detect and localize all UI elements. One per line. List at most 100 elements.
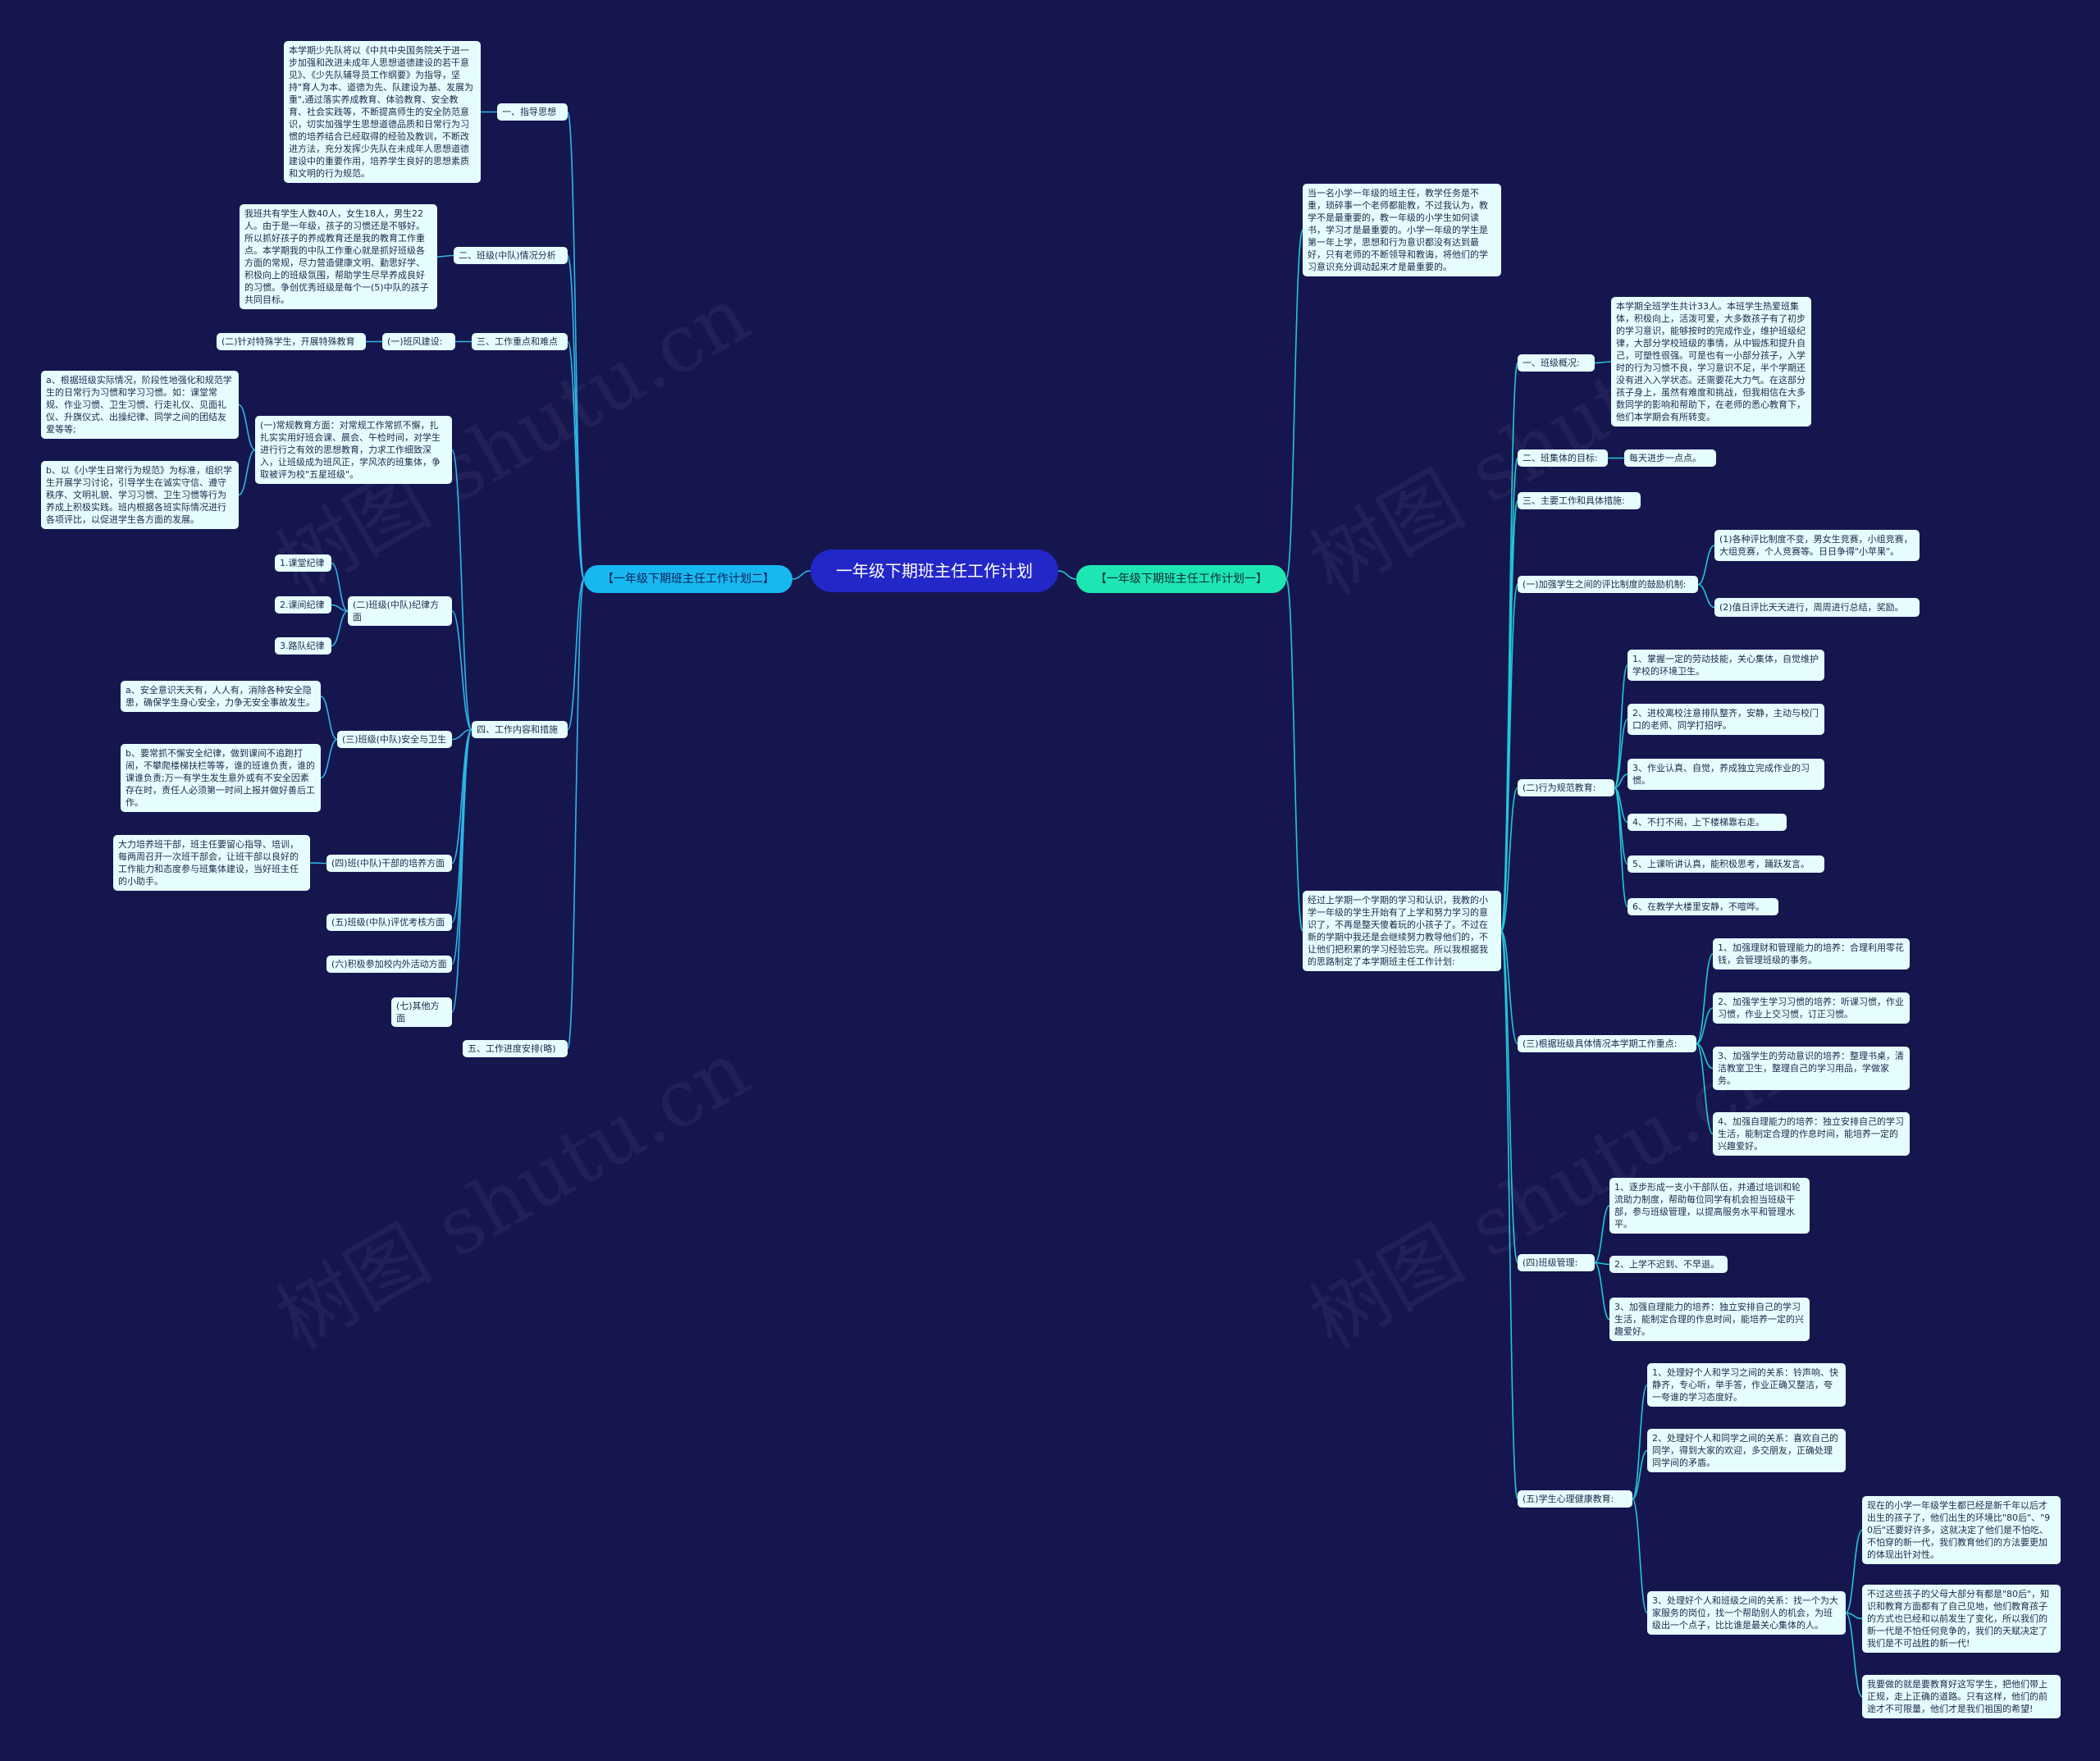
connector-line bbox=[451, 449, 472, 731]
section-class-analysis[interactable]: 二、班级(中队)情况分析 bbox=[454, 247, 568, 264]
connector-line bbox=[1696, 1042, 1714, 1135]
behavior-item-4: 4、不打不闹，上下楼梯靠右走。 bbox=[1628, 814, 1787, 831]
connector-line bbox=[1594, 1261, 1610, 1266]
cadre-training-text: 大力培养班干部，班主任要留心指导、培训，每两周召开一次班干部会，让班干部以良好的… bbox=[113, 835, 310, 891]
connector-line bbox=[1696, 953, 1714, 1045]
connector-line bbox=[567, 254, 585, 580]
connector-line bbox=[451, 728, 472, 965]
connector-line bbox=[331, 562, 349, 612]
connector-line bbox=[451, 728, 472, 1013]
connector-line bbox=[1614, 664, 1628, 789]
behavior-item-1: 1、掌握一定的劳动技能，关心集体，自觉维护学校的环境卫生。 bbox=[1628, 650, 1824, 681]
connector-line bbox=[436, 254, 454, 258]
connector-line bbox=[1614, 719, 1628, 789]
behavior-item-6: 6、在教学大楼里安静，不喧哗。 bbox=[1628, 898, 1778, 915]
connector-line bbox=[331, 610, 349, 647]
cadre-training[interactable]: (四)班(中队)干部的培养方面 bbox=[326, 855, 452, 872]
management-item-3: 3、加强自理能力的培养：独立安排自己的学习生活，能制定合理的作息时间，能培养一定… bbox=[1609, 1298, 1810, 1341]
main-work-measures[interactable]: 三、主要工作和具体措施: bbox=[1518, 492, 1641, 509]
intro-paragraph-1: 当一名小学一年级的班主任，教学任务是不重，琐碎事一个老师都能教，不过我认为，教学… bbox=[1303, 184, 1501, 276]
connector-line bbox=[567, 578, 585, 1050]
mental-health-education[interactable]: (五)学生心理健康教育: bbox=[1518, 1490, 1632, 1508]
branch-plan-two[interactable]: 【一年级下期班主任工作计划二】 bbox=[584, 565, 792, 593]
class-management[interactable]: (四)班级管理: bbox=[1518, 1254, 1595, 1271]
safety-hygiene-b: b、要常抓不懈安全纪律，做到课间不追跑打闹，不攀爬楼梯扶栏等等，谁的班谁负责，谁… bbox=[121, 744, 321, 812]
connector-line bbox=[1594, 1261, 1610, 1321]
behavior-item-2: 2、进校离校注意排队整齐，安静，主动与校门口的老师、同学打招呼。 bbox=[1628, 704, 1824, 735]
connector-line bbox=[320, 738, 338, 779]
routine-education-b: b、以《小学生日常行为规范》为标准，组织学生开展学习讨论，引导学生在诚实守信、遵… bbox=[41, 461, 239, 529]
branch-plan-one[interactable]: 【一年级下期班主任工作计划一】 bbox=[1076, 565, 1286, 593]
special-education: (二)针对特殊学生，开展特殊教育 bbox=[217, 333, 366, 350]
connector-line bbox=[1614, 773, 1628, 789]
activities[interactable]: (六)积极参加校内外活动方面 bbox=[326, 956, 452, 973]
connector-line bbox=[309, 862, 327, 865]
connector-line bbox=[451, 610, 472, 731]
behavior-education[interactable]: (二)行为规范教育: bbox=[1518, 779, 1614, 796]
connector-line bbox=[451, 728, 472, 741]
connector-line bbox=[1500, 930, 1518, 1264]
connector-line bbox=[320, 696, 338, 741]
intro-paragraph-2[interactable]: 经过上学期一个学期的学习和认识，我教的小学一年级的学生开始有了上学和努力学习的意… bbox=[1303, 891, 1501, 971]
evaluation-mechanism-1: (1)各种评比制度不变，男女生竞赛，小组竞赛，大组竞赛，个人竞赛等。日日争得"小… bbox=[1714, 530, 1920, 561]
other-aspects[interactable]: (七)其他方面 bbox=[391, 997, 452, 1027]
class-overview-text: 本学期全班学生共计33人。本班学生热爱班集体，积极向上，活泼可爱，大多数孩子有了… bbox=[1611, 297, 1811, 427]
safety-hygiene[interactable]: (三)班级(中队)安全与卫生 bbox=[337, 731, 452, 748]
key-work-item-2: 2、加强学生学习习惯的培养：听课习惯，作业习惯，作业上交习惯，订正习惯。 bbox=[1713, 992, 1910, 1024]
behavior-item-3: 3、作业认真、自觉，养成独立完成作业的习惯。 bbox=[1628, 759, 1824, 790]
connector-line bbox=[1632, 1449, 1648, 1500]
behavior-item-5: 5、上课听讲认真，能积极思考，踊跃发言。 bbox=[1628, 855, 1824, 873]
connector-line bbox=[238, 449, 256, 496]
mental-health-item-1: 1、处理好个人和学习之间的关系：铃声响、快静齐，专心听，举手答，作业正确又整洁，… bbox=[1647, 1363, 1846, 1407]
routine-education-a: a、根据班级实际情况，阶段性地强化和规范学生的日常行为习惯和学习习惯。如：课堂常… bbox=[41, 371, 239, 439]
class-overview[interactable]: 一、班级概况: bbox=[1518, 354, 1595, 372]
mental-health-note-2: 不过这些孩子的父母大部分有都是"80后"，知识和教育方面都有了自己见地，他们教育… bbox=[1862, 1585, 2061, 1653]
connector-line bbox=[1632, 1498, 1648, 1614]
class-goal[interactable]: 二、班集体的目标: bbox=[1518, 449, 1608, 467]
connector-line bbox=[1697, 583, 1715, 609]
connector-line bbox=[1500, 930, 1518, 1500]
section-guiding-ideology[interactable]: 一、指导思想 bbox=[497, 103, 568, 121]
mental-health-item-2: 2、处理好个人和同学之间的关系：喜欢自己的同学，得到大家的欢迎，多交朋友，正确处… bbox=[1647, 1429, 1846, 1472]
connector-line bbox=[451, 728, 472, 924]
connector-line bbox=[1285, 229, 1303, 580]
connector-line bbox=[567, 111, 585, 580]
connector-line bbox=[1500, 362, 1518, 932]
connector-line bbox=[1845, 1529, 1863, 1614]
connector-line bbox=[567, 340, 585, 580]
section-guiding-ideology-text: 本学期少先队将以《中共中央国务院关于进一步加强和改进未成年人思想道德建设的若干意… bbox=[284, 41, 481, 183]
connector-line bbox=[1696, 1007, 1714, 1045]
key-work-item-1: 1、加强理财和管理能力的培养：合理利用零花钱，会管理班级的事务。 bbox=[1713, 938, 1910, 969]
key-work-this-term[interactable]: (三)根据班级具体情况本学期工作重点: bbox=[1518, 1035, 1696, 1052]
class-goal-text: 每天进步一点点。 bbox=[1624, 449, 1716, 467]
management-item-2: 2、上学不迟到、不早退。 bbox=[1609, 1256, 1728, 1273]
mental-health-item-3[interactable]: 3、处理好个人和班级之间的关系：找一个为大家服务的岗位，找一个帮助别人的机会，为… bbox=[1647, 1591, 1846, 1635]
recess-discipline: 2.课间纪律 bbox=[275, 596, 331, 614]
class-style-building[interactable]: (一)班风建设: bbox=[382, 333, 455, 350]
connector-line bbox=[331, 604, 349, 612]
evaluation-mechanism-2: (2)值日评比天天进行，周周进行总结，奖励。 bbox=[1714, 598, 1920, 617]
mental-health-note-1: 现在的小学一年级学生都已经是新千年以后才出生的孩子了，他们出生的环境比"80后"… bbox=[1862, 1496, 2061, 1564]
routine-education[interactable]: (一)常规教育方面：对常规工作常抓不懈，扎扎实实用好班会课、晨会、午检时间，对学… bbox=[255, 416, 452, 484]
management-item-1: 1、逐步形成一支小干部队伍，并通过培训和轮流助力制度，帮助每位同学有机会担当班级… bbox=[1609, 1178, 1810, 1234]
connector-line bbox=[792, 570, 811, 580]
discipline[interactable]: (二)班级(中队)纪律方面 bbox=[348, 596, 452, 626]
connector-line bbox=[1697, 545, 1715, 586]
safety-hygiene-a: a、安全意识天天有，人人有，消除各种安全隐患，确保学生身心安全，力争无安全事故发… bbox=[121, 681, 321, 712]
section-schedule[interactable]: 五、工作进度安排(略) bbox=[463, 1040, 568, 1057]
connector-line bbox=[567, 578, 585, 731]
connector-line bbox=[1594, 361, 1612, 364]
evaluation-mechanism[interactable]: (一)加强学生之间的评比制度的鼓励机制: bbox=[1518, 576, 1698, 593]
evaluation[interactable]: (五)班级(中队)评优考核方面 bbox=[326, 914, 452, 931]
classroom-discipline: 1.课堂纪律 bbox=[275, 554, 331, 572]
section-content-measures[interactable]: 四、工作内容和措施 bbox=[472, 721, 568, 738]
connector-line bbox=[1285, 578, 1303, 932]
connector-line bbox=[1500, 930, 1518, 1045]
root-node[interactable]: 一年级下期班主任工作计划 bbox=[810, 550, 1058, 592]
section-key-points[interactable]: 三、工作重点和难点 bbox=[472, 333, 568, 350]
mental-health-note-3: 我要做的就是要教育好这写学生，把他们带上正规，走上正确的道路。只有这样，他们的前… bbox=[1862, 1675, 2061, 1718]
connector-line bbox=[1500, 583, 1518, 932]
connector-line bbox=[238, 404, 256, 451]
connector-line bbox=[1057, 570, 1077, 580]
